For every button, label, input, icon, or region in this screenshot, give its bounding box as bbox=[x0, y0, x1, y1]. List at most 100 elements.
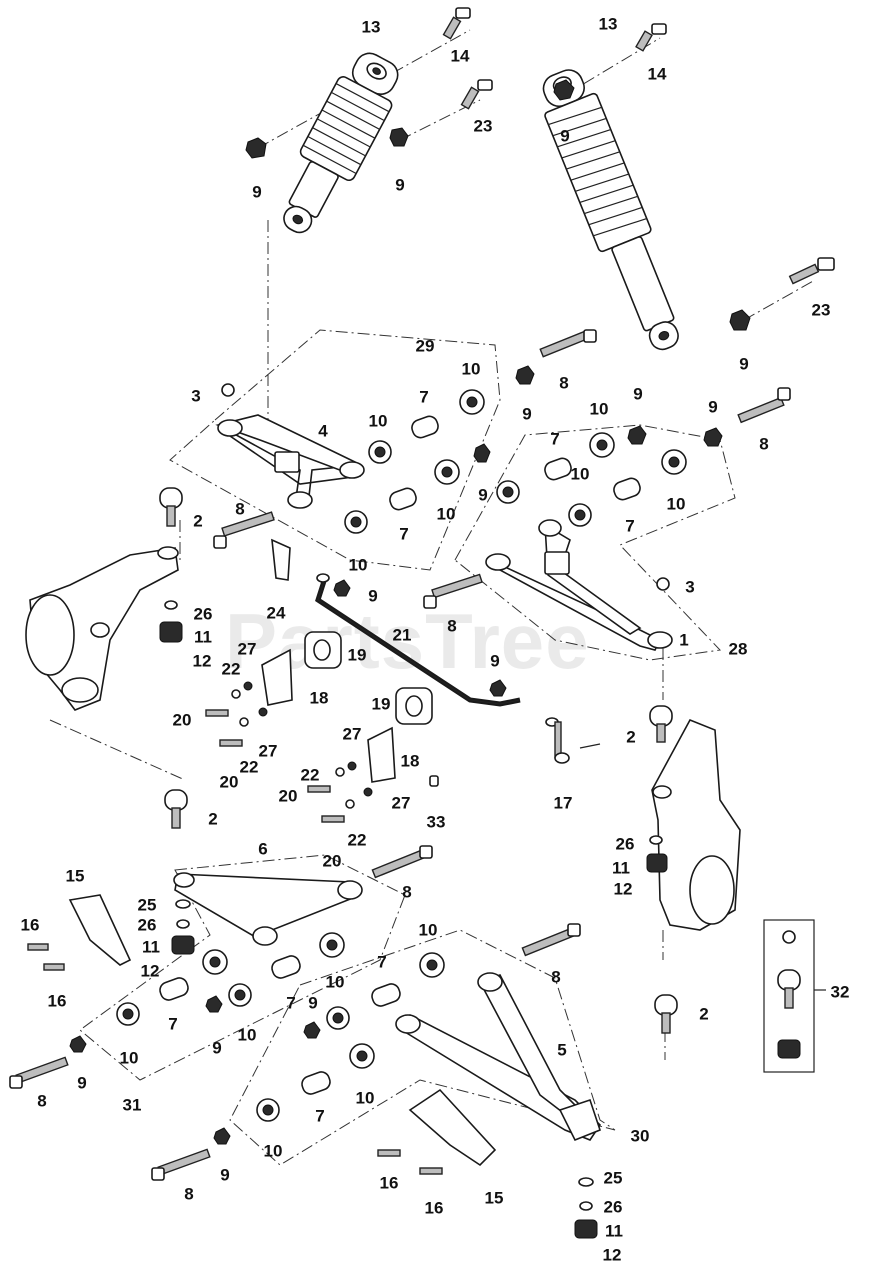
long-bolts bbox=[9, 329, 791, 1181]
callout-11: 11 bbox=[605, 1221, 623, 1240]
callout-7: 7 bbox=[286, 993, 295, 1012]
callout-23: 23 bbox=[812, 300, 831, 319]
shock-absorber-right bbox=[542, 37, 816, 351]
nut-9-left-b bbox=[389, 127, 409, 147]
callout-17: 17 bbox=[554, 793, 573, 812]
callout-10: 10 bbox=[326, 972, 345, 991]
bolt-14-left bbox=[442, 7, 471, 40]
callout-11: 11 bbox=[194, 627, 212, 646]
callout-26: 26 bbox=[616, 834, 635, 853]
callout-2: 2 bbox=[699, 1004, 708, 1023]
bar-bushings-and-clamps bbox=[205, 631, 439, 823]
callout-16: 16 bbox=[425, 1198, 444, 1217]
callout-12: 12 bbox=[603, 1245, 622, 1264]
callout-10: 10 bbox=[462, 359, 481, 378]
callout-10: 10 bbox=[349, 555, 368, 574]
upper-a-arm-left bbox=[169, 329, 501, 571]
callout-4: 4 bbox=[318, 421, 328, 440]
callout-15: 15 bbox=[485, 1188, 504, 1207]
callout-9: 9 bbox=[368, 586, 377, 605]
bushing-group-lower-right bbox=[213, 952, 445, 1145]
lower-a-arm-right bbox=[229, 929, 616, 1166]
callout-12: 12 bbox=[193, 651, 212, 670]
callout-26: 26 bbox=[604, 1197, 623, 1216]
callout-9: 9 bbox=[395, 175, 404, 194]
callout-10: 10 bbox=[238, 1025, 257, 1044]
upper-a-arm-right bbox=[454, 424, 736, 661]
bushing-group-lower-left bbox=[69, 932, 345, 1053]
circlip-3-left bbox=[221, 383, 235, 397]
stabilizer-link bbox=[545, 717, 601, 764]
callout-9: 9 bbox=[212, 1038, 221, 1057]
guard-plate-right bbox=[377, 1088, 497, 1175]
callout-3: 3 bbox=[191, 386, 200, 405]
bushing-group-upper-right bbox=[496, 365, 723, 527]
callout-23: 23 bbox=[474, 116, 493, 135]
callout-7: 7 bbox=[377, 952, 386, 971]
callout-14: 14 bbox=[648, 64, 667, 83]
callout-9: 9 bbox=[633, 384, 642, 403]
callout-22: 22 bbox=[348, 830, 367, 849]
stabilizer-bar bbox=[271, 538, 521, 707]
callout-9: 9 bbox=[490, 651, 499, 670]
callout-20: 20 bbox=[220, 772, 239, 791]
callout-24: 24 bbox=[267, 603, 286, 622]
callout-8: 8 bbox=[235, 499, 244, 518]
callout-8: 8 bbox=[447, 616, 456, 635]
nut-9-left-a bbox=[245, 137, 267, 159]
callout-29: 29 bbox=[416, 336, 435, 355]
callout-27: 27 bbox=[259, 741, 278, 760]
callout-7: 7 bbox=[550, 429, 559, 448]
callout-8: 8 bbox=[37, 1091, 46, 1110]
nut-9-right-a bbox=[553, 79, 575, 101]
callout-27: 27 bbox=[392, 793, 411, 812]
callout-9: 9 bbox=[77, 1073, 86, 1092]
callout-9: 9 bbox=[252, 182, 261, 201]
callout-7: 7 bbox=[315, 1106, 324, 1125]
callout-9: 9 bbox=[308, 993, 317, 1012]
lower-ball-joint-right bbox=[574, 994, 678, 1239]
callout-26: 26 bbox=[194, 604, 213, 623]
callout-8: 8 bbox=[559, 373, 568, 392]
callout-10: 10 bbox=[120, 1048, 139, 1067]
callout-5: 5 bbox=[557, 1040, 566, 1059]
callout-10: 10 bbox=[264, 1141, 283, 1160]
callout-2: 2 bbox=[208, 809, 217, 828]
callout-19: 19 bbox=[348, 645, 367, 664]
callout-10: 10 bbox=[590, 399, 609, 418]
callout-19: 19 bbox=[372, 694, 391, 713]
callout-16: 16 bbox=[21, 915, 40, 934]
callout-25: 25 bbox=[604, 1168, 623, 1187]
callout-8: 8 bbox=[551, 967, 560, 986]
callout-11: 11 bbox=[612, 858, 630, 877]
ball-joint-kit-box bbox=[763, 919, 826, 1073]
callout-2: 2 bbox=[193, 511, 202, 530]
guard-plate-left bbox=[27, 894, 132, 971]
callout-21: 21 bbox=[393, 625, 412, 644]
callout-14: 14 bbox=[451, 46, 470, 65]
callout-11: 11 bbox=[142, 937, 160, 956]
callout-3: 3 bbox=[685, 577, 694, 596]
lower-a-arm-left bbox=[79, 789, 406, 1081]
callout-10: 10 bbox=[356, 1088, 375, 1107]
callout-20: 20 bbox=[323, 851, 342, 870]
callout-16: 16 bbox=[48, 991, 67, 1010]
callout-27: 27 bbox=[343, 724, 362, 743]
callout-22: 22 bbox=[222, 659, 241, 678]
callout-13: 13 bbox=[362, 17, 381, 36]
callout-15: 15 bbox=[66, 866, 85, 885]
callout-26: 26 bbox=[138, 915, 157, 934]
callout-22: 22 bbox=[240, 757, 259, 776]
callout-12: 12 bbox=[614, 879, 633, 898]
callout-16: 16 bbox=[380, 1173, 399, 1192]
callout-10: 10 bbox=[437, 504, 456, 523]
callout-9: 9 bbox=[708, 397, 717, 416]
bolt-23-left bbox=[460, 79, 493, 110]
callout-7: 7 bbox=[419, 387, 428, 406]
callout-10: 10 bbox=[667, 494, 686, 513]
callout-9: 9 bbox=[522, 404, 531, 423]
callout-2: 2 bbox=[626, 727, 635, 746]
callout-7: 7 bbox=[625, 516, 634, 535]
